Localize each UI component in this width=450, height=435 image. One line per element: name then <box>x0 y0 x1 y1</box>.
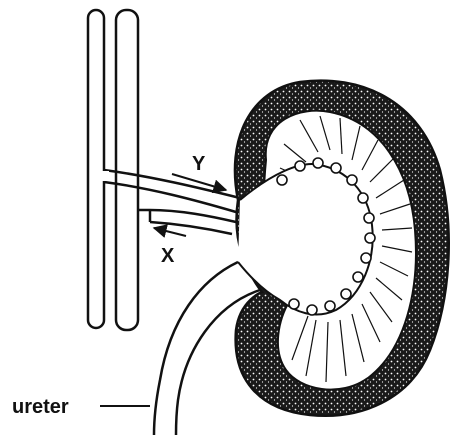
arrow-x <box>154 228 186 236</box>
vena-cava <box>88 10 104 328</box>
label-ureter: ureter <box>12 396 69 418</box>
renal-vein <box>138 210 236 234</box>
label-x: X <box>161 245 175 267</box>
label-y: Y <box>192 153 206 175</box>
aorta <box>116 10 138 330</box>
